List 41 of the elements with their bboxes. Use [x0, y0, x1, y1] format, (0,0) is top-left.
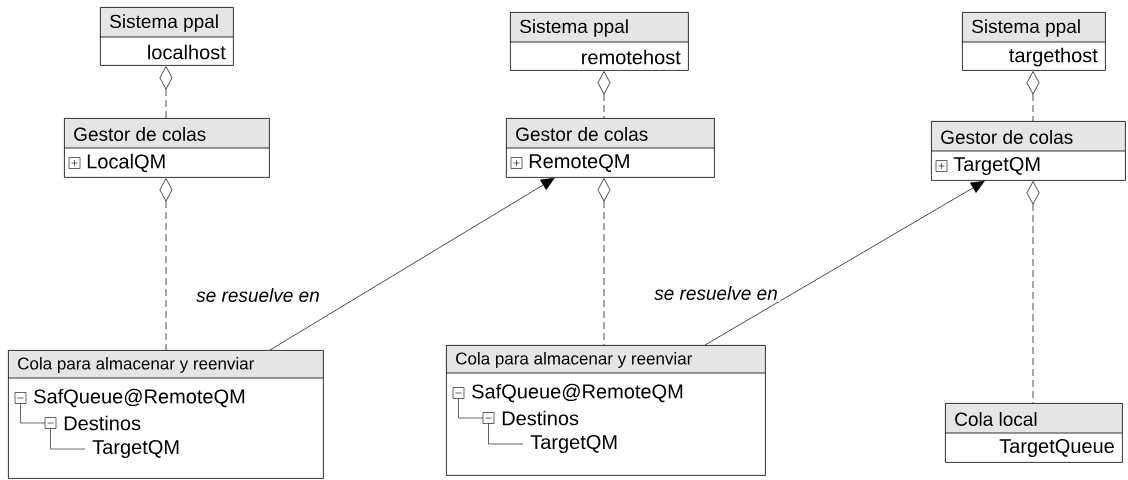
- item-label: targethost: [1009, 47, 1098, 67]
- class-box: [505, 118, 715, 178]
- item-label: localhost: [148, 44, 226, 60]
- aggregation-line: [597, 71, 611, 119]
- box-title: Cola para almacenar y reenviar: [456, 352, 693, 368]
- item-label: TargetQM: [953, 156, 1040, 176]
- aggregation-line: [1026, 181, 1040, 404]
- class-box: [961, 12, 1106, 71]
- box-title: Cola local: [955, 412, 1037, 426]
- box-title: Sistema ppal: [972, 19, 1080, 37]
- box-title: Sistema ppal: [110, 14, 218, 32]
- item-label: TargetQueue: [999, 438, 1114, 458]
- item-label: remotehost: [582, 49, 681, 65]
- aggregation-line: [159, 66, 173, 119]
- arrow: [269, 177, 555, 351]
- box-title: Sistema ppal: [520, 19, 628, 37]
- edge-label: se resuelve en: [654, 286, 777, 300]
- class-box: [99, 7, 234, 66]
- edge-label: se resuelve en: [196, 288, 319, 302]
- item-label: Destinos: [64, 415, 141, 431]
- aggregation-line: [159, 178, 173, 351]
- class-box: [944, 403, 1123, 463]
- item-label: LocalQM: [87, 153, 165, 173]
- item-label: TargetQM: [530, 434, 617, 454]
- item-label: SafQueue@RemoteQM: [34, 388, 245, 408]
- item-label: Destinos: [502, 410, 579, 426]
- item-label: RemoteQM: [529, 154, 629, 172]
- box-title: Gestor de colas: [74, 127, 206, 141]
- box-title: Gestor de colas: [941, 130, 1073, 144]
- box-title: Cola para almacenar y reenviar: [18, 357, 255, 373]
- item-label: SafQueue@RemoteQM: [472, 383, 683, 403]
- aggregation-line: [1026, 71, 1040, 122]
- class-box: [7, 350, 324, 479]
- class-box: [509, 12, 689, 71]
- class-box: [63, 118, 270, 178]
- class-box: [930, 121, 1126, 181]
- aggregation-line: [597, 178, 611, 346]
- item-label: TargetQM: [92, 439, 179, 459]
- box-title: Gestor de colas: [516, 127, 648, 141]
- arrow: [704, 180, 985, 346]
- class-box: [445, 345, 766, 476]
